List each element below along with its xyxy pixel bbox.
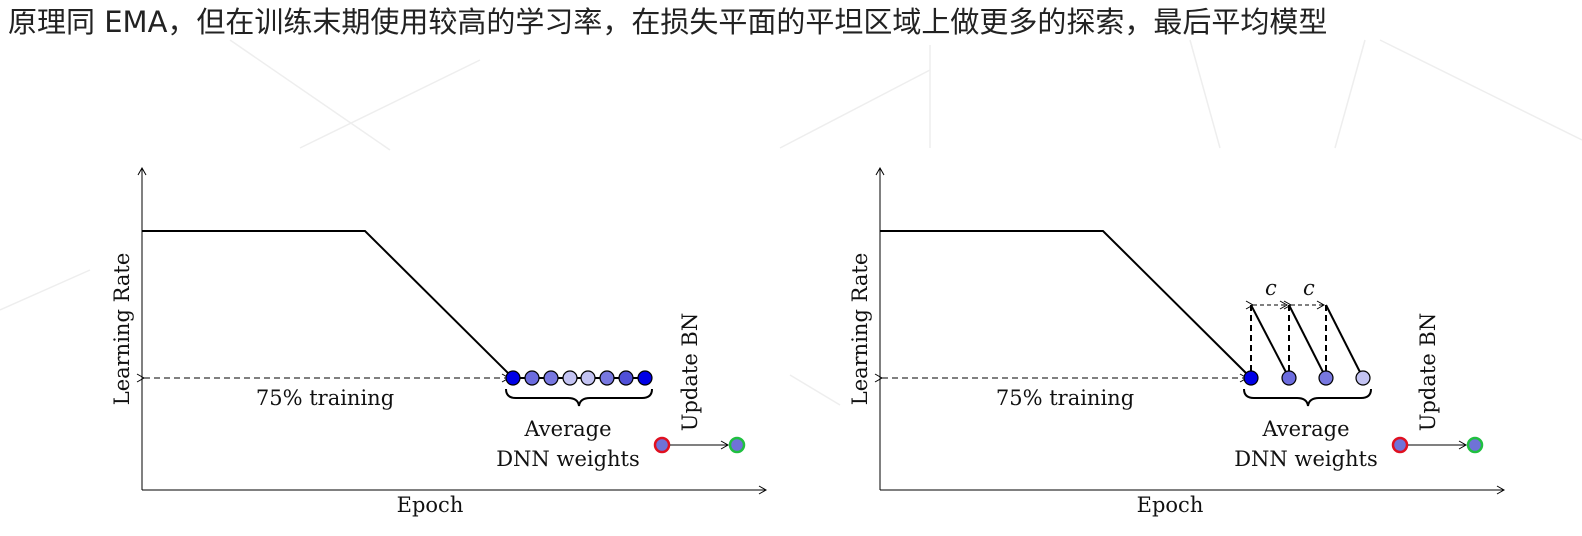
average-brace [505, 388, 653, 407]
weight-points [505, 370, 653, 386]
weight-point [580, 370, 596, 386]
weight-point [618, 370, 634, 386]
weight-point [505, 370, 521, 386]
weight-points [1243, 370, 1371, 386]
weight-point [599, 370, 615, 386]
swa-plot [136, 166, 768, 495]
bn-after-point [728, 436, 746, 454]
page-caption: 原理同 EMA，但在训练末期使用较高的学习率，在损失平面的平坦区域上做更多的探索… [8, 5, 1328, 39]
cycle-label: c [1303, 276, 1315, 300]
training-label: 75% training [255, 386, 395, 410]
weight-point [1281, 370, 1297, 386]
weight-point [543, 370, 559, 386]
bn-after-point [1466, 436, 1484, 454]
swa-cyclic-diagram: Learning Rate Epoch 75% training Average… [840, 160, 1506, 536]
x-axis-label: Epoch [1136, 493, 1204, 517]
lr-cycle-segment [1325, 304, 1364, 379]
weight-point [637, 370, 653, 386]
swa-cyclic-plot [874, 166, 1506, 495]
weight-point [1318, 370, 1334, 386]
bn-before-point [653, 436, 671, 454]
x-axis-label: Epoch [396, 493, 464, 517]
lr-schedule-curve [142, 230, 645, 379]
weight-point [524, 370, 540, 386]
average-brace [1243, 388, 1372, 407]
average-label-line2: DNN weights [1234, 447, 1378, 471]
lr-schedule-curve [880, 230, 1252, 379]
bn-before-point [1391, 436, 1409, 454]
weight-point [1355, 370, 1371, 386]
weight-point [1243, 370, 1259, 386]
training-label: 75% training [995, 386, 1135, 410]
lr-cycle-segment [1250, 304, 1290, 379]
average-label-line1: Average [524, 417, 612, 441]
average-label-line2: DNN weights [496, 447, 640, 471]
weight-point [562, 370, 578, 386]
average-label: Average DNN weights [488, 414, 648, 474]
swa-diagram: Learning Rate Epoch 75% training Average… [100, 160, 768, 536]
average-label-line1: Average [1262, 417, 1350, 441]
average-label: Average DNN weights [1226, 414, 1386, 474]
lr-cycle-segment [1288, 304, 1327, 379]
cycle-label: c [1265, 276, 1277, 300]
